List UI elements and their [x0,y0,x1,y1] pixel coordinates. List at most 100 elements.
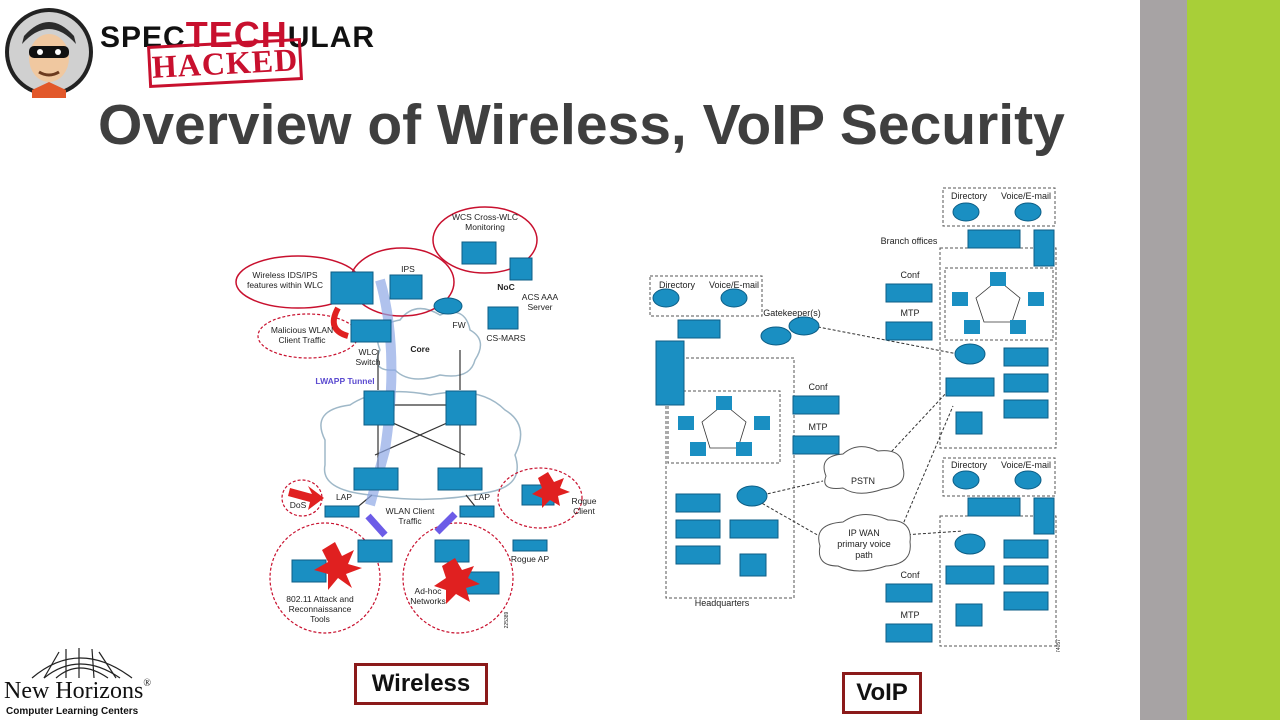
branch1-building-icon [1033,229,1055,267]
branch2-building-icon [1033,497,1055,535]
wireless-caption: Wireless [354,663,488,705]
dos-arrow-icon [288,486,324,510]
wcs-ellipse [432,206,538,274]
hacker-avatar-icon [5,8,93,98]
voip-diagram: Directory Voice/E-mail Branch offices Co… [649,187,1062,652]
core-cloud [376,307,482,380]
branch1-switch-icon [945,377,995,397]
branch1-directory-box [942,187,1056,227]
branch1-phone-2-icon [1003,373,1049,393]
core-label: Core [410,344,430,354]
branch2-conf-icon [885,583,933,603]
hq-voicemail-icon [720,288,748,308]
rogue-client-label-2: Client [573,506,595,516]
branch1-conf-icon [885,283,933,303]
wlan-traffic-arrow-left-icon [365,513,388,538]
csmars-label: CS-MARS [486,333,526,343]
headquarters-box [665,357,795,599]
branch2-directory-icon [952,470,980,490]
gatekeeper-label: Gatekeeper(s) [763,308,821,318]
logo-name-text: New Horizons [4,678,144,704]
right-green-stripe [1187,0,1280,720]
hq-cluster-box [667,390,781,464]
acs-label-2: Server [527,302,552,312]
hq-cluster-mesh [701,403,747,449]
wlc-switch-icon [350,319,392,343]
new-horizons-logo: New Horizons® Computer Learning Centers [4,644,154,718]
branch1-pc-icon [955,411,983,435]
branch1-server-icon [967,229,1021,249]
hq-phone-3-icon [675,545,721,565]
wlan-laptop-icon [357,539,393,563]
branch-offices-label: Branch offices [881,236,938,246]
wlc-label-2: Switch [355,357,380,367]
csmars-icon [487,306,519,330]
logo-name: New Horizons® [4,678,151,705]
hq-mtp-icon [792,435,840,455]
wlc-icon [330,271,374,305]
brand-prefix: SPEC [100,21,186,54]
hq-conf-icon [792,395,840,415]
wcs-monitor-icon [461,241,497,265]
gatekeeper-2-icon [788,316,820,336]
ipwan-label: IP WAN [848,528,880,538]
branch2-directory-box [942,457,1056,497]
malicious-label: Malicious WLAN [271,325,333,335]
hq-directory-box [649,275,763,317]
malicious-label-2: Client Traffic [278,335,326,345]
voip-code-label: 74057 [1056,639,1062,652]
access-switch-left-icon [353,467,399,491]
wlc-label: WLC [359,347,378,357]
wlan-client-label-2: Traffic [398,516,422,526]
voip-caption: VoIP [842,672,922,714]
lap-right-label: LAP [474,492,490,502]
fw-label: FW [452,320,465,330]
rogue-client-label: Rogue [571,496,596,506]
branch1-mtp-label: MTP [901,308,920,318]
noc-label: NoC [497,282,514,292]
wireless-diagram: WCS Cross-WLC Monitoring Wireless IDS/IP… [235,206,597,634]
hacked-stamp: HACKED [147,37,303,89]
branch1-phone-1-icon [1003,347,1049,367]
headquarters-label: Headquarters [695,598,750,608]
rogue-client-ellipse [497,467,583,529]
hq-conf-label: Conf [808,382,828,392]
branch2-phone-3-icon [1003,591,1049,611]
dos-label: DoS [290,500,307,510]
adhoc-laptop-1-icon [434,539,470,563]
logo-registered: ® [143,678,151,689]
branch2-voicemail-icon [1014,470,1042,490]
attack-ellipse [269,522,381,634]
hq-phone-2-icon [675,519,721,539]
ips-label: IPS [401,264,415,274]
page-title: Overview of Wireless, VoIP Security [98,93,1065,157]
lap-left-icon [324,505,360,518]
ipwan-label-3: path [855,550,873,560]
branch1-voicemail-icon [1014,202,1042,222]
firewall-icon [433,297,463,315]
hq-voicemail-label: Voice/E-mail [709,280,759,290]
wlan-traffic-arrow-right-icon [434,511,458,535]
branch2-phone-2-icon [1003,565,1049,585]
hq-directory-icon [652,288,680,308]
brand-suffix: ULAR [287,21,376,54]
hq-pc-icon [739,553,767,577]
branch1-voicemail-label: Voice/E-mail [1001,191,1051,201]
attack-label-3: Tools [310,614,330,624]
logo-tagline: Computer Learning Centers [6,706,139,717]
branch2-mtp-label: MTP [901,610,920,620]
globe-icon [31,648,133,679]
distribution-cloud [320,390,522,501]
wcs-label: WCS Cross-WLC [452,212,518,222]
lwapp-label: LWAPP Tunnel [315,376,374,386]
access-switch-right-icon [437,467,483,491]
attack-burst-icon [314,542,362,590]
attack-label: 802.11 Attack and [286,594,354,604]
brand-accent: TECH [185,14,288,55]
brand-wordmark: SPECTECHULAR [100,14,375,56]
branch2-switch-icon [945,565,995,585]
branch2-pc-icon [955,603,983,627]
right-gray-stripe [1140,0,1187,720]
lap-left-label: LAP [336,492,352,502]
rogue-ap-label: Rogue AP [511,554,550,564]
